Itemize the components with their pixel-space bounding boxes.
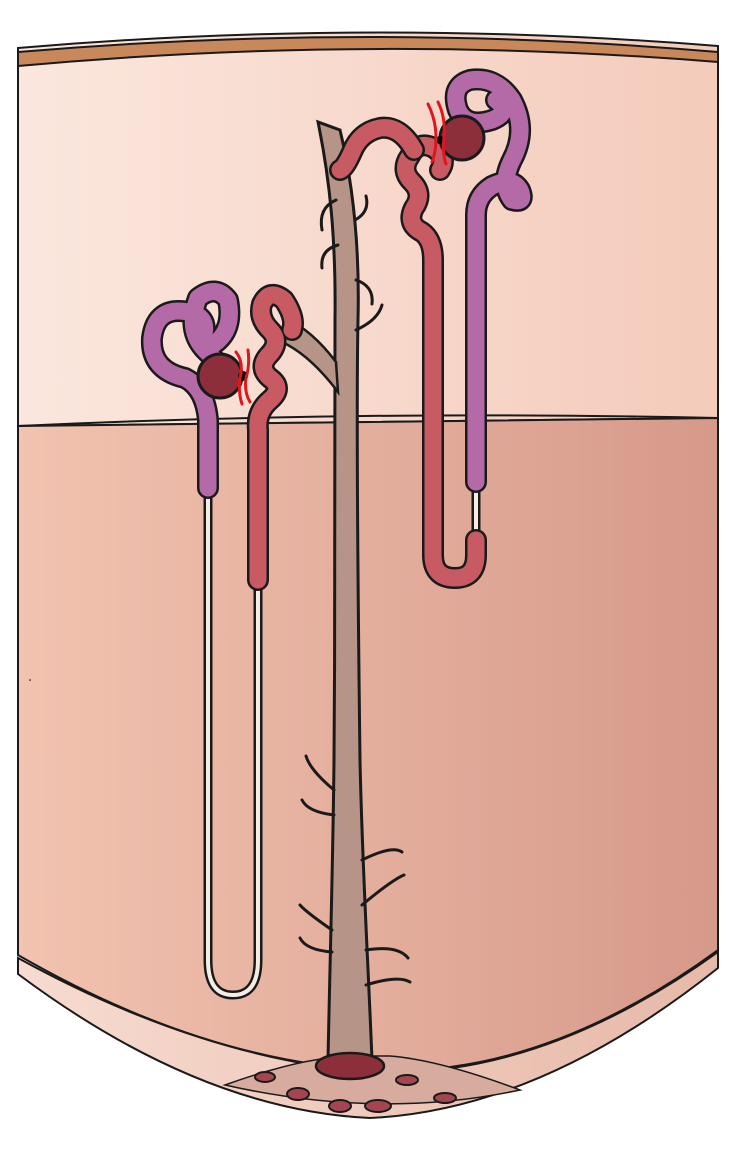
- thin-loop-lumen: [206, 483, 260, 997]
- cortex-medulla-boundary: [17, 414, 719, 427]
- specks: [29, 679, 31, 681]
- vascular-pole: [436, 136, 444, 144]
- duct-branch: [298, 936, 334, 954]
- afferent-arteriole: [234, 350, 244, 406]
- connecting-tubule-right: [331, 119, 423, 179]
- duct-branch: [360, 848, 404, 862]
- duct-branch: [360, 873, 406, 907]
- duct-branch: [364, 977, 412, 987]
- papillary-opening: [364, 1099, 392, 1113]
- cortical-nephron: [329, 68, 533, 589]
- papillary-opening: [433, 1092, 457, 1104]
- efferent-arteriole: [244, 348, 252, 404]
- glomerulus: [438, 114, 486, 162]
- proximal-tubule: [143, 283, 238, 497]
- papillary-opening: [286, 1087, 310, 1101]
- duct-branch: [354, 278, 374, 306]
- duct-branch: [300, 798, 336, 817]
- glomerulus: [196, 352, 244, 400]
- papillary-opening: [395, 1074, 419, 1086]
- renal-capsule: [17, 36, 719, 68]
- papillary-opening: [254, 1071, 276, 1083]
- efferent-arteriole: [436, 100, 448, 166]
- duct-branch: [304, 754, 336, 792]
- papillary-openings: [254, 1051, 457, 1113]
- afferent-arteriole: [426, 102, 438, 164]
- duct-branch: [320, 243, 340, 270]
- duct-branch: [364, 947, 410, 960]
- duct-branch: [298, 903, 334, 932]
- cortex-region: [17, 31, 719, 428]
- juxtamedullary-nephron: [140, 280, 304, 1000]
- duct-branch: [354, 303, 384, 332]
- duct-branch: [353, 194, 369, 222]
- duct-branch: [319, 198, 338, 232]
- distal-tubule: [249, 286, 302, 589]
- loop-of-henle: [397, 136, 485, 587]
- papillary-duct-opening: [314, 1051, 386, 1081]
- papillary-opening: [328, 1099, 352, 1113]
